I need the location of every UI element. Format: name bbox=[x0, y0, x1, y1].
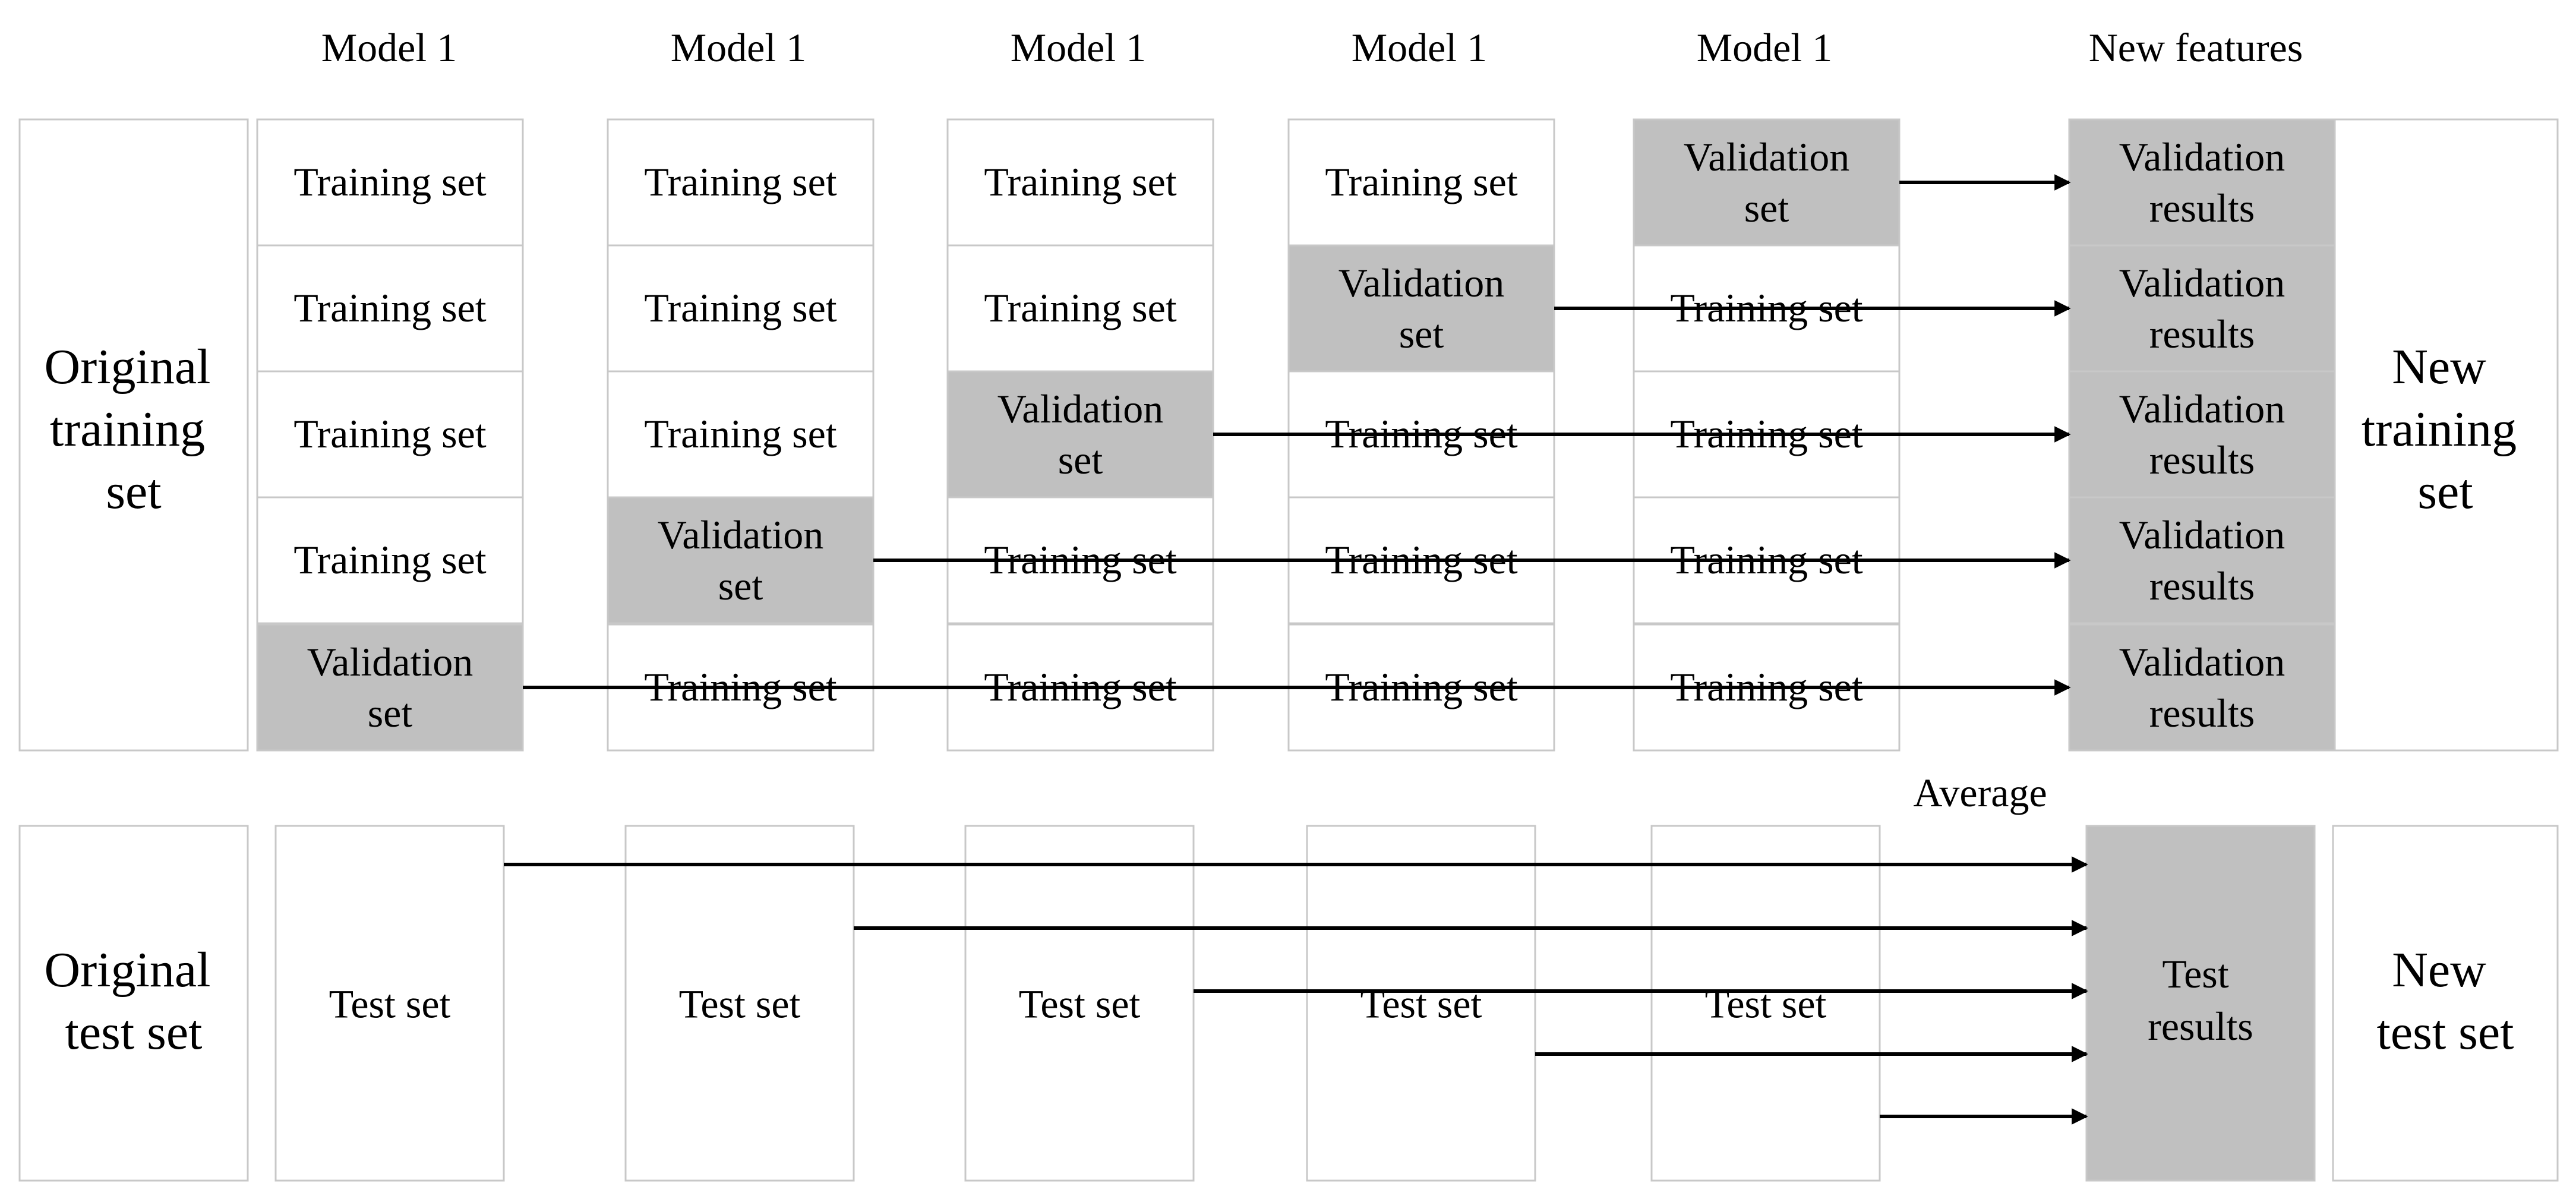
training-set-cell bbox=[946, 244, 1214, 373]
training-set-cell bbox=[256, 496, 524, 624]
training-set-label: Training set bbox=[293, 537, 486, 582]
validation-results-cell bbox=[2068, 623, 2336, 752]
new-test-set-box bbox=[2332, 825, 2559, 1182]
training-set-label: Training set bbox=[644, 411, 836, 456]
test-set-box bbox=[1650, 825, 1881, 1182]
column-header-new-features: New features bbox=[2089, 25, 2303, 70]
average-label: Average bbox=[1913, 770, 2047, 815]
training-set-cell bbox=[1287, 118, 1555, 247]
training-set-label: Training set bbox=[293, 411, 486, 456]
test-results-box bbox=[2085, 825, 2316, 1182]
new-training-set-label: New training set bbox=[2362, 339, 2529, 519]
test-set-label: Test set bbox=[1705, 982, 1827, 1027]
validation-set-cell bbox=[1287, 244, 1555, 373]
original-training-set-label: Original training set bbox=[45, 339, 223, 519]
training-set-label: Training set bbox=[293, 159, 486, 204]
training-set-label: Training set bbox=[644, 159, 836, 204]
validation-set-cell bbox=[256, 623, 524, 752]
training-set-label: Training set bbox=[984, 285, 1176, 330]
test-set-label: Test set bbox=[1019, 982, 1141, 1027]
new-test-set-label: New test set bbox=[2377, 942, 2514, 1060]
original-training-set-box bbox=[18, 118, 249, 752]
test-results-label: Test results bbox=[2148, 951, 2253, 1049]
training-set-cell bbox=[256, 118, 524, 247]
test-set-box bbox=[964, 825, 1195, 1182]
new-training-set-box bbox=[2332, 118, 2559, 752]
original-test-set-label: Original test set bbox=[45, 942, 223, 1060]
original-test-set-box bbox=[18, 825, 249, 1182]
validation-results-cell bbox=[2068, 244, 2336, 373]
test-set-label: Test set bbox=[329, 982, 451, 1027]
training-set-cell bbox=[256, 244, 524, 373]
training-set-label: Training set bbox=[293, 285, 486, 330]
column-header-model: Model 1 bbox=[321, 25, 457, 70]
test-set-label: Test set bbox=[679, 982, 801, 1027]
training-set-cell bbox=[607, 244, 875, 373]
training-set-cell bbox=[607, 370, 875, 499]
test-set-box bbox=[274, 825, 505, 1182]
validation-set-cell bbox=[607, 496, 875, 624]
column-header-model: Model 1 bbox=[671, 25, 807, 70]
test-set-box bbox=[1306, 825, 1536, 1182]
training-set-label: Training set bbox=[1325, 159, 1517, 204]
validation-results-cell bbox=[2068, 496, 2336, 624]
training-set-label: Training set bbox=[984, 159, 1176, 204]
test-set-label: Test set bbox=[1360, 982, 1482, 1027]
column-header-model: Model 1 bbox=[1011, 25, 1147, 70]
validation-set-cell bbox=[1633, 118, 1901, 247]
training-set-cell bbox=[946, 118, 1214, 247]
column-header-model: Model 1 bbox=[1697, 25, 1833, 70]
training-set-cell bbox=[607, 118, 875, 247]
training-set-label: Training set bbox=[644, 285, 836, 330]
column-header-model: Model 1 bbox=[1352, 25, 1488, 70]
test-set-box bbox=[624, 825, 855, 1182]
training-set-cell bbox=[256, 370, 524, 499]
